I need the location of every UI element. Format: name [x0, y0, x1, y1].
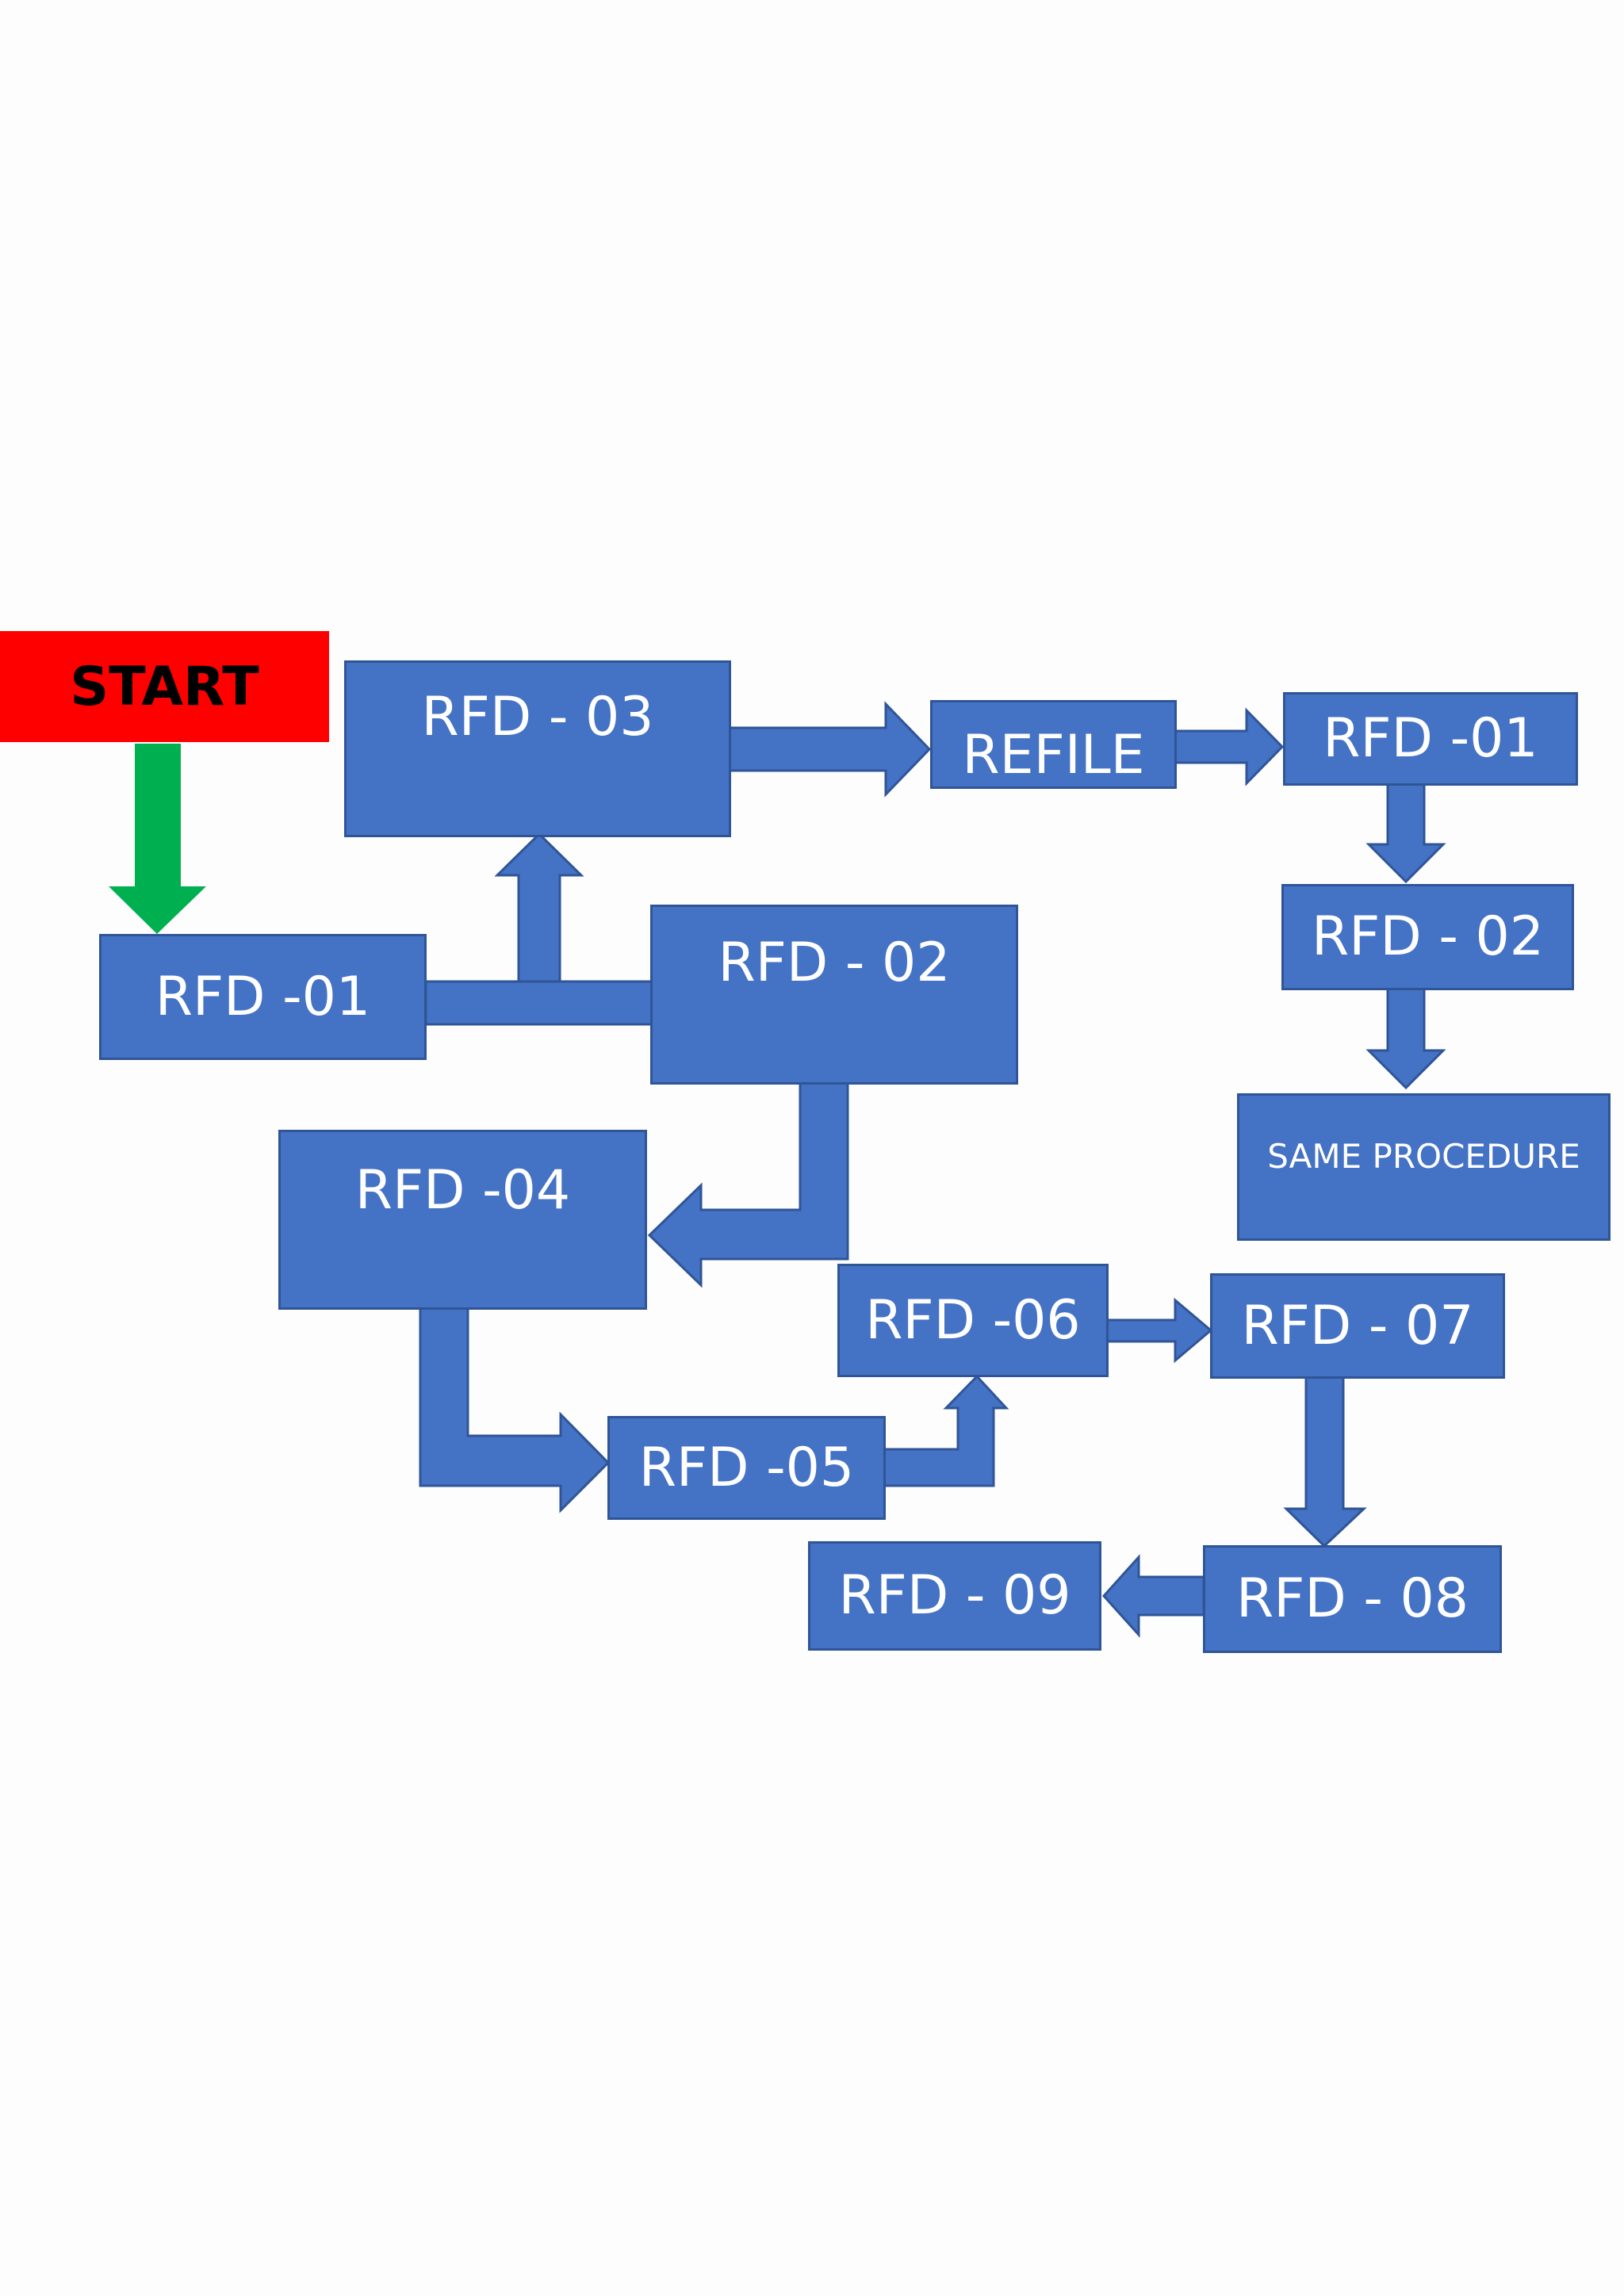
rfd06-box: RFD -06 [837, 1264, 1109, 1377]
rfd06-to-rfd07-arrow [1105, 1297, 1213, 1364]
rfd08-to-rfd09-arrow [1101, 1554, 1205, 1638]
rfd08-label: RFD - 08 [1235, 1567, 1469, 1630]
rfd04-label: RFD -04 [354, 1159, 571, 1222]
rfd05-label: RFD -05 [638, 1436, 855, 1499]
start-box: START [0, 631, 329, 742]
same-procedure-label: SAME PROCEDURE [1267, 1137, 1580, 1176]
rfd02-second-to-same-procedure-arrow [1365, 987, 1446, 1090]
rfd05-box: RFD -05 [607, 1416, 886, 1520]
rfd04-box: RFD -04 [278, 1130, 647, 1310]
rfd03-to-refile-arrow [728, 701, 932, 798]
rfd01-first-label: RFD -01 [155, 965, 371, 1028]
same-procedure-box: SAME PROCEDURE [1237, 1093, 1611, 1241]
refile-to-rfd01-second-arrow [1174, 707, 1285, 786]
rfd08-box: RFD - 08 [1203, 1545, 1502, 1653]
rfd03-label: RFD - 03 [421, 686, 654, 748]
rfd02-second-label: RFD - 02 [1311, 905, 1545, 968]
rfd02-box: RFD - 02 [650, 905, 1018, 1085]
rfd07-label: RFD - 07 [1241, 1294, 1474, 1357]
rfd01-to-rfd02-connector [424, 980, 654, 1026]
refile-label: REFILE [962, 724, 1145, 786]
rfd06-label: RFD -06 [865, 1288, 1081, 1352]
rfd05-to-rfd06-arrow [883, 1374, 1009, 1487]
rfd01-second-to-rfd02-second-arrow [1365, 783, 1446, 884]
rfd07-to-rfd08-arrow [1283, 1376, 1367, 1548]
rfd09-box: RFD - 09 [808, 1541, 1101, 1651]
rfd01-to-rfd03-arrow [494, 832, 584, 983]
rfd01-first-box: RFD -01 [99, 934, 427, 1060]
rfd04-to-rfd05-arrow [419, 1307, 611, 1513]
rfd02-label: RFD - 02 [718, 932, 951, 994]
rfd03-box: RFD - 03 [344, 660, 731, 837]
rfd07-box: RFD - 07 [1210, 1273, 1505, 1379]
start-label: START [70, 655, 259, 718]
rfd02-second-box: RFD - 02 [1281, 884, 1574, 990]
refile-box: REFILE [930, 700, 1177, 789]
rfd09-label: RFD - 09 [838, 1564, 1071, 1627]
rfd02-to-rfd04-arrow [647, 1081, 849, 1288]
rfd01-second-label: RFD -01 [1323, 707, 1538, 770]
rfd01-second-box: RFD -01 [1283, 692, 1578, 786]
start-to-rfd01-arrow [109, 744, 206, 934]
